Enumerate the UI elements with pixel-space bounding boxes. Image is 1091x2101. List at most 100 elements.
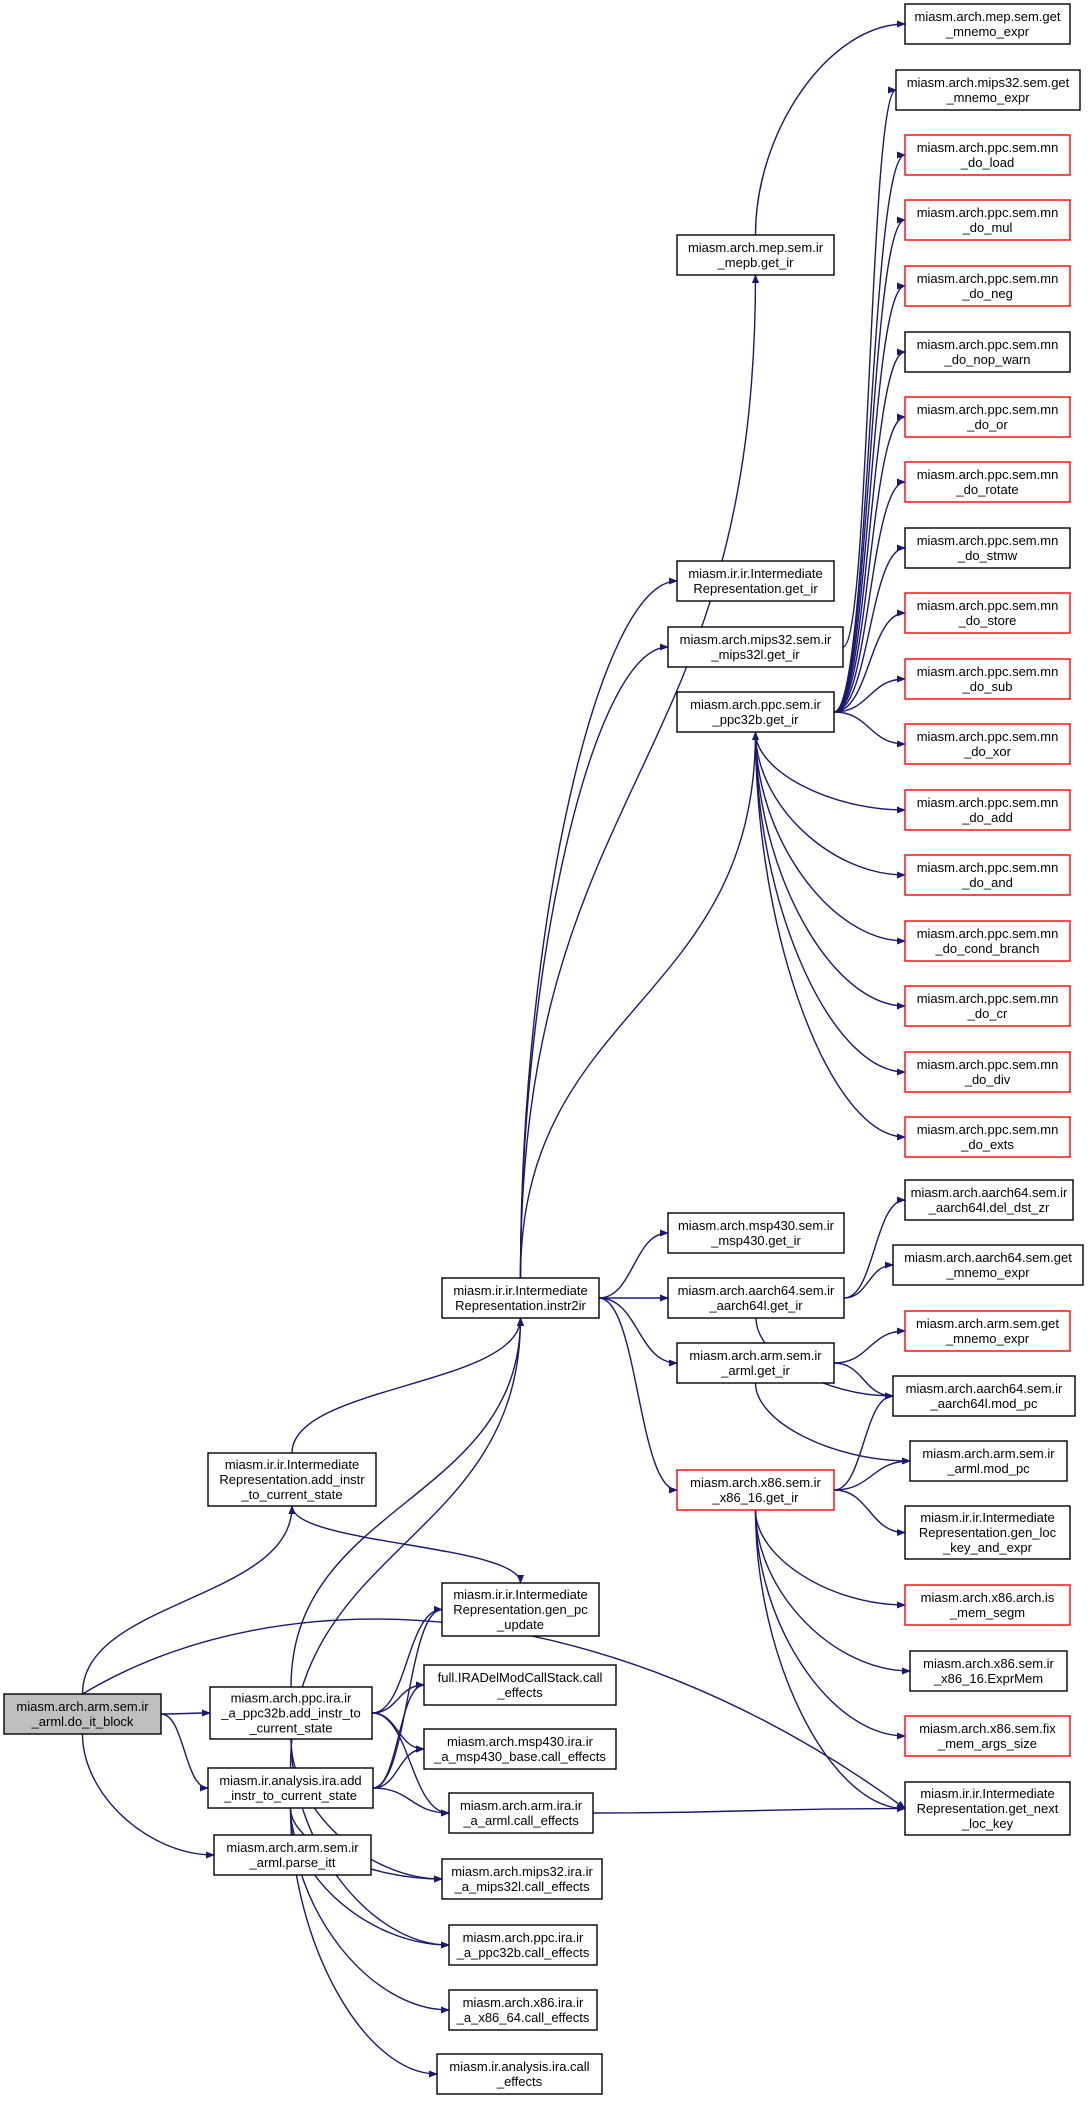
node-aarch-get-ir[interactable]: miasm.arch.aarch64.sem.ir_aarch64l.get_i… xyxy=(667,1277,845,1319)
node-mn-div[interactable]: miasm.arch.ppc.sem.mn_do_div xyxy=(904,1051,1071,1093)
node-label-line: miasm.arch.mep.sem.ir xyxy=(688,240,824,255)
node-root[interactable]: miasm.arch.arm.sem.ir_arml.do_it_block xyxy=(3,1693,162,1735)
node-box xyxy=(209,1686,373,1740)
node-label-line: _do_sub xyxy=(962,679,1013,694)
node-ir-get-ir[interactable]: miasm.ir.ir.IntermediateRepresentation.g… xyxy=(676,560,835,602)
node-gen-pc[interactable]: miasm.ir.ir.IntermediateRepresentation.g… xyxy=(441,1582,600,1637)
node-arm-mnemo[interactable]: miasm.arch.arm.sem.get_mnemo_expr xyxy=(904,1310,1071,1352)
node-box xyxy=(436,2053,603,2095)
node-box xyxy=(448,1989,598,2031)
node-label-line: _effects xyxy=(496,2074,543,2089)
function-nodes: miasm.arch.arm.sem.ir_arml.do_it_blockmi… xyxy=(3,3,1084,2095)
node-label-line: miasm.arch.ppc.sem.mn xyxy=(917,467,1059,482)
node-label-line: _do_stmw xyxy=(957,548,1018,563)
node-arm-get-ir[interactable]: miasm.arch.arm.sem.ir_arml.get_ir xyxy=(676,1342,835,1384)
node-label-line: _instr_to_current_state xyxy=(223,1788,357,1803)
node-ppc-ce[interactable]: miasm.arch.ppc.ira.ir_a_ppc32b.call_effe… xyxy=(448,1924,598,1966)
node-label-line: miasm.ir.analysis.ira.call xyxy=(449,2059,589,2074)
call-edge-arm_get_ir-to-aarch_modpc xyxy=(833,1362,894,1400)
node-parse-itt[interactable]: miasm.arch.arm.sem.ir_arml.parse_itt xyxy=(213,1834,372,1876)
node-box xyxy=(423,1728,617,1770)
node-exprmem[interactable]: miasm.arch.x86.sem.ir_x86_16.ExprMem xyxy=(909,1650,1068,1692)
node-gen-loc[interactable]: miasm.ir.ir.IntermediateRepresentation.g… xyxy=(904,1505,1071,1560)
node-box xyxy=(3,1693,162,1735)
node-msp-get-ir[interactable]: miasm.arch.msp430.sem.ir_msp430.get_ir xyxy=(667,1212,845,1254)
node-label-line: miasm.arch.ppc.sem.mn xyxy=(917,337,1059,352)
node-mn-neg[interactable]: miasm.arch.ppc.sem.mn_do_neg xyxy=(904,265,1071,307)
node-label-line: _do_xor xyxy=(963,744,1012,759)
node-aarch-modpc[interactable]: miasm.arch.aarch64.sem.ir_aarch64l.mod_p… xyxy=(892,1375,1076,1417)
call-edge-add_instr-to-gen_pc xyxy=(291,1505,525,1584)
node-mn-mul[interactable]: miasm.arch.ppc.sem.mn_do_mul xyxy=(904,199,1071,241)
node-label-line: _mnemo_expr xyxy=(945,24,1030,39)
node-label-line: _key_and_expr xyxy=(942,1540,1033,1555)
node-x86-get-ir[interactable]: miasm.arch.x86.sem.ir_x86_16.get_ir xyxy=(676,1469,835,1511)
node-label-line: miasm.ir.ir.Intermediate xyxy=(453,1283,587,1298)
node-label-line: _aarch64l.del_dst_zr xyxy=(928,1200,1050,1215)
node-label-line: miasm.arch.mips32.ira.ir xyxy=(451,1864,593,1879)
node-box xyxy=(904,331,1071,373)
node-ana-ce[interactable]: miasm.ir.analysis.ira.call_effects xyxy=(436,2053,603,2095)
node-label-line: miasm.arch.ppc.sem.mn xyxy=(917,860,1059,875)
node-label-line: miasm.arch.x86.arch.is xyxy=(921,1590,1055,1605)
node-mips-ce[interactable]: miasm.arch.mips32.ira.ir_a_mips32l.call_… xyxy=(441,1858,603,1900)
node-mn-cr[interactable]: miasm.arch.ppc.sem.mn_do_cr xyxy=(904,985,1071,1027)
node-box xyxy=(904,265,1071,307)
node-label-line: miasm.arch.ppc.sem.mn xyxy=(917,271,1059,286)
node-full-ce[interactable]: full.IRADelModCallStack.call_effects xyxy=(423,1664,617,1706)
node-aarch-mnemo[interactable]: miasm.arch.aarch64.sem.get_mnemo_expr xyxy=(892,1244,1084,1286)
node-label-line: _mnemo_expr xyxy=(945,1331,1030,1346)
node-mep-mnemo[interactable]: miasm.arch.mep.sem.get_mnemo_expr xyxy=(904,3,1071,45)
node-ppc-get-ir[interactable]: miasm.arch.ppc.sem.ir_ppc32b.get_ir xyxy=(676,691,835,733)
node-aarch-del[interactable]: miasm.arch.aarch64.sem.ir_aarch64l.del_d… xyxy=(904,1179,1074,1221)
node-label-line: _do_load xyxy=(960,155,1015,170)
node-label-line: _mnemo_expr xyxy=(945,90,1030,105)
node-mep-get-ir[interactable]: miasm.arch.mep.sem.ir_mepb.get_ir xyxy=(676,234,835,276)
node-mn-stmw[interactable]: miasm.arch.ppc.sem.mn_do_stmw xyxy=(904,527,1071,569)
node-arm-modpc[interactable]: miasm.arch.arm.sem.ir_arml.mod_pc xyxy=(909,1440,1068,1482)
node-label-line: _a_arml.call_effects xyxy=(462,1813,579,1828)
node-arm-ce[interactable]: miasm.arch.arm.ira.ir_a_arml.call_effect… xyxy=(448,1792,594,1834)
node-label-line: miasm.arch.ppc.sem.ir xyxy=(690,697,821,712)
node-msp-ce[interactable]: miasm.arch.msp430.ira.ir_a_msp430_base.c… xyxy=(423,1728,617,1770)
node-label-line: _arml.do_it_block xyxy=(31,1714,134,1729)
node-label-line: miasm.arch.x86.ira.ir xyxy=(463,1995,584,2010)
node-mn-add[interactable]: miasm.arch.ppc.sem.mn_do_add xyxy=(904,789,1071,831)
call-edge-ppc_get_ir-to-mn_stmw xyxy=(833,544,906,713)
node-box xyxy=(667,1212,845,1254)
node-box xyxy=(904,1715,1071,1757)
node-box xyxy=(904,592,1071,634)
node-label-line: _do_and xyxy=(961,875,1013,890)
node-box xyxy=(213,1834,372,1876)
node-label-line: miasm.ir.ir.Intermediate xyxy=(225,1457,359,1472)
node-fix-mem[interactable]: miasm.arch.x86.sem.fix_mem_args_size xyxy=(904,1715,1071,1757)
node-label-line: miasm.arch.arm.sem.get xyxy=(916,1316,1059,1331)
node-mn-load[interactable]: miasm.arch.ppc.sem.mn_do_load xyxy=(904,134,1071,176)
node-instr2ir[interactable]: miasm.ir.ir.IntermediateRepresentation.i… xyxy=(441,1277,600,1319)
node-mn-or[interactable]: miasm.arch.ppc.sem.mn_do_or xyxy=(904,396,1071,438)
node-mn-nop[interactable]: miasm.arch.ppc.sem.mn_do_nop_warn xyxy=(904,331,1071,373)
node-mn-rotate[interactable]: miasm.arch.ppc.sem.mn_do_rotate xyxy=(904,461,1071,503)
node-box xyxy=(904,527,1071,569)
node-mn-sub[interactable]: miasm.arch.ppc.sem.mn_do_sub xyxy=(904,658,1071,700)
node-label-line: _msp430.get_ir xyxy=(710,1233,801,1248)
node-ana-add[interactable]: miasm.ir.analysis.ira.add_instr_to_curre… xyxy=(207,1767,374,1809)
node-mn-xor[interactable]: miasm.arch.ppc.sem.mn_do_xor xyxy=(904,723,1071,765)
node-label-line: miasm.arch.aarch64.sem.ir xyxy=(906,1381,1063,1396)
node-mips-mnemo[interactable]: miasm.arch.mips32.sem.get_mnemo_expr xyxy=(895,69,1081,111)
node-label-line: miasm.arch.arm.sem.ir xyxy=(226,1840,359,1855)
node-mips-get-ir[interactable]: miasm.arch.mips32.sem.ir_mips32l.get_ir xyxy=(667,626,844,668)
node-add-instr[interactable]: miasm.ir.ir.IntermediateRepresentation.a… xyxy=(207,1452,377,1507)
node-x86-ce[interactable]: miasm.arch.x86.ira.ir_a_x86_64.call_effe… xyxy=(448,1989,598,2031)
call-edge-ana_add-to-full_ce xyxy=(372,1681,425,1789)
node-mn-and[interactable]: miasm.arch.ppc.sem.mn_do_and xyxy=(904,854,1071,896)
call-edge-ana_add-to-arm_ce xyxy=(372,1787,450,1817)
node-is-mem-segm[interactable]: miasm.arch.x86.arch.is_mem_segm xyxy=(904,1584,1071,1626)
node-ppc-add[interactable]: miasm.arch.ppc.ira.ir_a_ppc32b.add_instr… xyxy=(209,1686,373,1740)
node-next-loc[interactable]: miasm.ir.ir.IntermediateRepresentation.g… xyxy=(904,1781,1071,1836)
node-mn-store[interactable]: miasm.arch.ppc.sem.mn_do_store xyxy=(904,592,1071,634)
node-box xyxy=(676,1342,835,1384)
node-mn-cond[interactable]: miasm.arch.ppc.sem.mn_do_cond_branch xyxy=(904,920,1071,962)
node-box xyxy=(441,1582,600,1637)
node-mn-exts[interactable]: miasm.arch.ppc.sem.mn_do_exts xyxy=(904,1116,1071,1158)
